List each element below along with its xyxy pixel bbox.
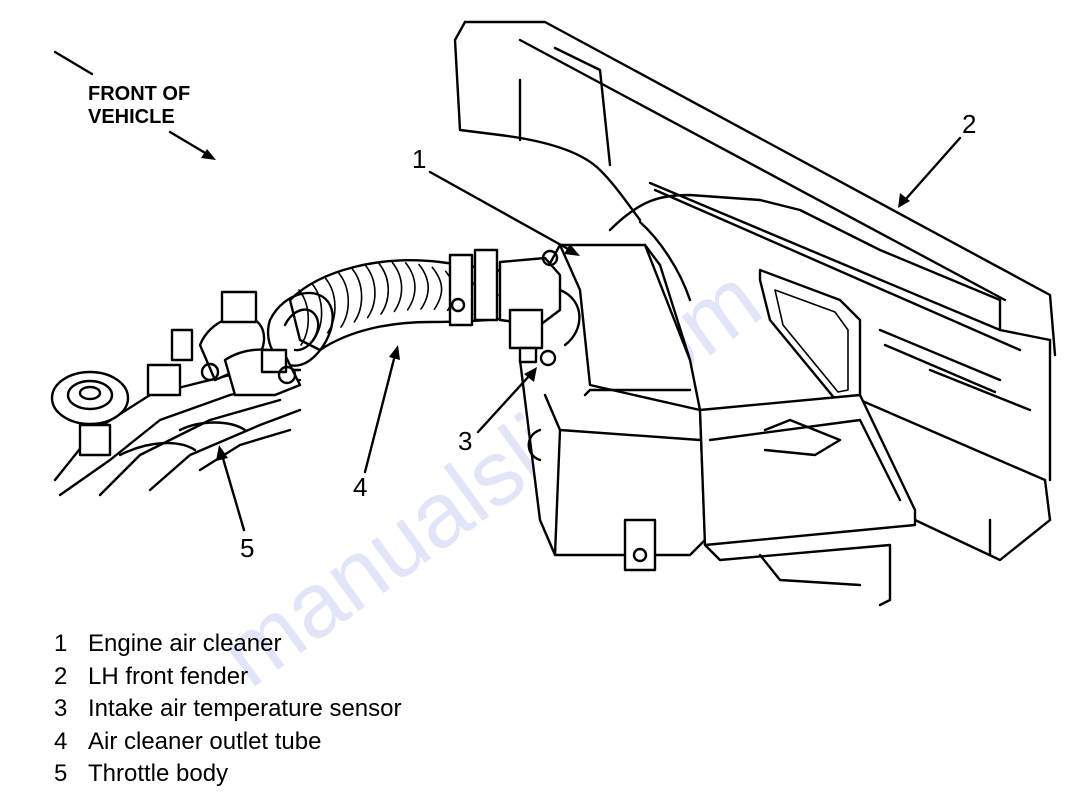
legend-item: 2 LH front fender	[54, 661, 402, 694]
callout-1: 1	[412, 144, 426, 174]
intake-air-temperature-sensor	[508, 288, 581, 367]
legend-text: Throttle body	[88, 760, 229, 787]
legend-number: 3	[54, 695, 68, 722]
legend-item: 4 Air cleaner outlet tube	[54, 726, 402, 759]
front-of-vehicle-indicator: FRONT OF VEHICLE	[53, 50, 216, 160]
parts-legend: 1 Engine air cleaner 2 LH front fender 3…	[54, 628, 402, 791]
tube-rib	[338, 272, 350, 328]
lh-front-fender	[453, 20, 1057, 562]
callout-5: 5	[240, 533, 254, 563]
callout-2: 2	[962, 109, 976, 139]
legend-number: 2	[54, 662, 68, 690]
legend-item: 5 Throttle body	[54, 758, 402, 791]
tube-rib	[378, 262, 390, 315]
tube-rib	[351, 268, 363, 323]
callout-leaders	[216, 136, 962, 532]
front-of-vehicle-line2: VEHICLE	[88, 106, 175, 128]
callout-4: 4	[353, 472, 367, 502]
legend-text: Engine air cleaner	[88, 630, 282, 657]
legend-text: LH front fender	[88, 662, 249, 690]
legend-text: Air cleaner outlet tube	[88, 727, 322, 755]
callout-3: 3	[458, 426, 472, 456]
air-cleaner-outlet-tube	[267, 248, 562, 367]
tube-rib	[364, 264, 376, 319]
legend-text: Intake air temperature sensor	[88, 695, 402, 722]
legend-item: 1 Engine air cleaner	[54, 628, 402, 661]
throttle-body	[50, 290, 302, 497]
tube-rib	[391, 261, 403, 313]
legend-item: 3 Intake air temperature sensor	[54, 693, 402, 726]
legend-number: 5	[54, 760, 68, 787]
tube-rib	[418, 263, 430, 310]
legend-number: 1	[54, 630, 68, 657]
legend-number: 4	[54, 727, 68, 755]
front-of-vehicle-line1: FRONT OF	[88, 83, 190, 105]
tube-rib	[404, 262, 416, 311]
engine-air-cleaner	[518, 243, 917, 607]
tube-rib	[431, 266, 443, 311]
